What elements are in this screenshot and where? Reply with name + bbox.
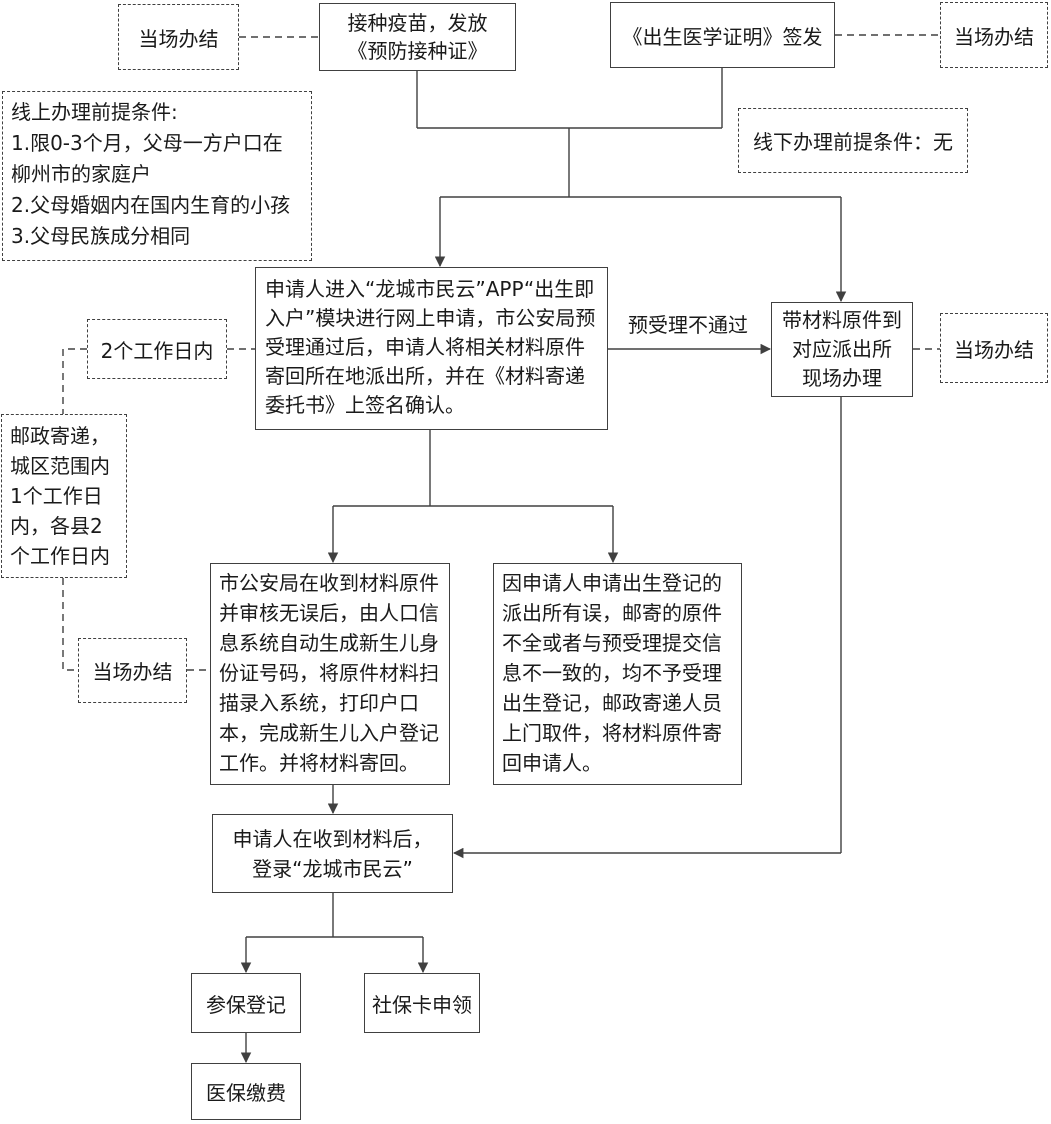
node-receive-login: 申请人在收到材料后， 登录“龙城市民云” (212, 814, 453, 893)
node-police-register: 市公安局在收到材料原件并审核无误后，由人口信息系统自动生成新生儿身份证号码，将原… (210, 563, 450, 785)
node-done-top-right: 当场办结 (940, 2, 1048, 68)
node-birth-certificate: 《出生医学证明》签发 (610, 2, 835, 68)
label-precheck-fail: 预受理不通过 (628, 313, 748, 337)
node-two-working-days: 2个工作日内 (87, 319, 227, 379)
node-vaccinate: 接种疫苗，发放 《预防接种证》 (319, 3, 516, 71)
dash-postal-done (62, 578, 78, 671)
node-medical-payment: 医保缴费 (191, 1063, 301, 1120)
node-apply-online: 申请人进入“龙城市民云”APP“出生即入户”模块进行网上申请，市公安局预受理通过… (255, 267, 608, 430)
node-done-left: 当场办结 (78, 638, 187, 703)
node-reject-return: 因申请人申请出生登记的派出所有误，邮寄的原件不全或者与预受理提交信息不一致的，均… (493, 563, 742, 785)
node-offline-prerequisites: 线下办理前提条件：无 (738, 108, 968, 173)
dashed-connectors (62, 34, 940, 671)
node-social-card: 社保卡申领 (364, 973, 480, 1033)
node-postal-delivery: 邮政寄递， 城区范围内 1个工作日 内，各县2 个工作日内 (1, 414, 127, 578)
node-insurance-register: 参保登记 (191, 973, 301, 1033)
node-onsite-handle: 带材料原件到 对应派出所 现场办理 (771, 302, 913, 397)
node-done-mid-right: 当场办结 (940, 313, 1048, 383)
node-done-top-left: 当场办结 (118, 4, 239, 70)
solid-connectors (240, 68, 847, 1064)
node-online-prerequisites: 线上办理前提条件: 1.限0-3个月，父母一方户口在 柳州市的家庭户 2.父母婚… (2, 91, 312, 261)
dash-twodays-postal (62, 348, 87, 414)
